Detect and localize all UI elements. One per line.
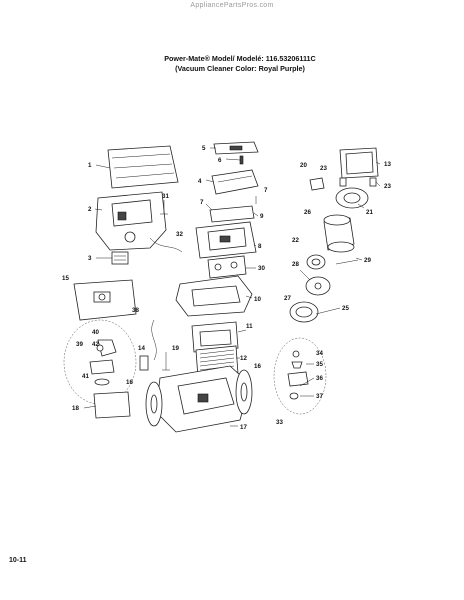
callout-32: 32	[176, 231, 183, 238]
callout-1: 1	[88, 162, 92, 169]
callout-14: 14	[138, 345, 145, 352]
callout-26: 26	[304, 209, 311, 216]
callout-15: 15	[62, 275, 69, 282]
part-top-plate	[209, 205, 255, 223]
title-line-model: Power-Mate® Model/ Modelé: 116.53206111C	[164, 54, 316, 63]
part-retaining-spring	[335, 259, 359, 265]
callout-10: 10	[254, 296, 261, 303]
callout-23b: 23	[384, 183, 391, 190]
callout-29: 29	[364, 257, 371, 264]
callout-2: 2	[88, 206, 92, 213]
part-dust-cup	[323, 214, 355, 253]
part-latch-spring	[160, 200, 168, 215]
watermark: AppliancePartsPros.com	[190, 2, 274, 9]
part-wheel-left	[145, 381, 163, 427]
part-foam-filter	[289, 301, 319, 323]
part-handle-pin	[239, 155, 244, 165]
callout-19: 19	[172, 345, 179, 352]
part-hardware-kit	[273, 337, 327, 415]
part-hood-cover	[107, 145, 179, 189]
callout-27: 27	[284, 295, 291, 302]
part-top-cover	[211, 169, 259, 195]
part-pre-filter-screen	[339, 147, 379, 179]
part-cup-bottom	[305, 276, 331, 296]
part-carry-handle	[213, 141, 259, 155]
title-line-color: (Vacuum Cleaner Color: Royal Purple)	[175, 64, 305, 73]
part-upper-housing	[95, 191, 167, 251]
callout-40: 40	[92, 329, 99, 336]
callout-21: 21	[366, 209, 373, 216]
callout-33: 33	[276, 419, 283, 426]
callout-8: 8	[258, 243, 262, 250]
callout-16b: 16	[254, 363, 261, 370]
callout-31: 31	[162, 193, 169, 200]
callout-37: 37	[316, 393, 323, 400]
callout-4: 4	[198, 178, 202, 185]
callout-25: 25	[342, 305, 349, 312]
part-dust-bag	[73, 279, 137, 321]
callout-30: 30	[258, 265, 265, 272]
callout-7b: 7	[264, 187, 268, 194]
part-cup-gasket	[306, 254, 326, 270]
callout-41: 41	[82, 373, 89, 380]
callout-17: 17	[240, 424, 247, 431]
part-spring-clip	[162, 352, 170, 371]
callout-38: 38	[132, 307, 139, 314]
callout-39: 39	[76, 341, 83, 348]
callout-labels: 1 2 3 4 5 6 7 7 8 9 10 11 12 13 14 15 16…	[62, 145, 391, 431]
callout-36: 36	[316, 375, 323, 382]
part-axle-bracket	[139, 355, 149, 371]
part-screws	[205, 196, 257, 211]
callout-42: 42	[92, 341, 99, 348]
callout-7a: 7	[200, 199, 204, 206]
callout-13: 13	[384, 161, 391, 168]
part-bag-holder-assembly	[63, 319, 137, 405]
callout-35: 35	[316, 361, 323, 368]
part-release-button	[309, 177, 325, 191]
callout-23a: 23	[320, 165, 327, 172]
callout-6: 6	[218, 157, 222, 164]
part-motor-mount	[207, 255, 247, 279]
callout-11: 11	[246, 323, 253, 330]
part-small-filter	[111, 251, 129, 265]
callout-9: 9	[260, 213, 264, 220]
diagram-title: Power-Mate® Model/ Modelé: 116.53206111C…	[90, 54, 390, 74]
part-power-cord	[149, 237, 183, 253]
callout-22: 22	[292, 237, 299, 244]
page-number: 10-11	[9, 557, 27, 564]
part-base-housing	[155, 365, 251, 433]
part-exhaust-filter	[93, 391, 131, 419]
part-motor-housing	[195, 221, 257, 259]
callout-5: 5	[202, 145, 206, 152]
part-filter-frame	[191, 321, 239, 353]
callout-20: 20	[300, 162, 307, 169]
callout-18: 18	[72, 405, 79, 412]
leader-lines	[83, 147, 381, 427]
part-wheel-right	[235, 369, 253, 415]
part-filter-pins	[339, 177, 377, 187]
part-cord-wrap	[151, 319, 157, 361]
callout-28: 28	[292, 261, 299, 268]
callout-12: 12	[240, 355, 247, 362]
part-bag-compartment	[175, 275, 253, 317]
part-cyclone-lid	[335, 187, 369, 209]
callout-3: 3	[88, 255, 92, 262]
callout-34: 34	[316, 350, 323, 357]
callout-16a: 16	[126, 379, 133, 386]
